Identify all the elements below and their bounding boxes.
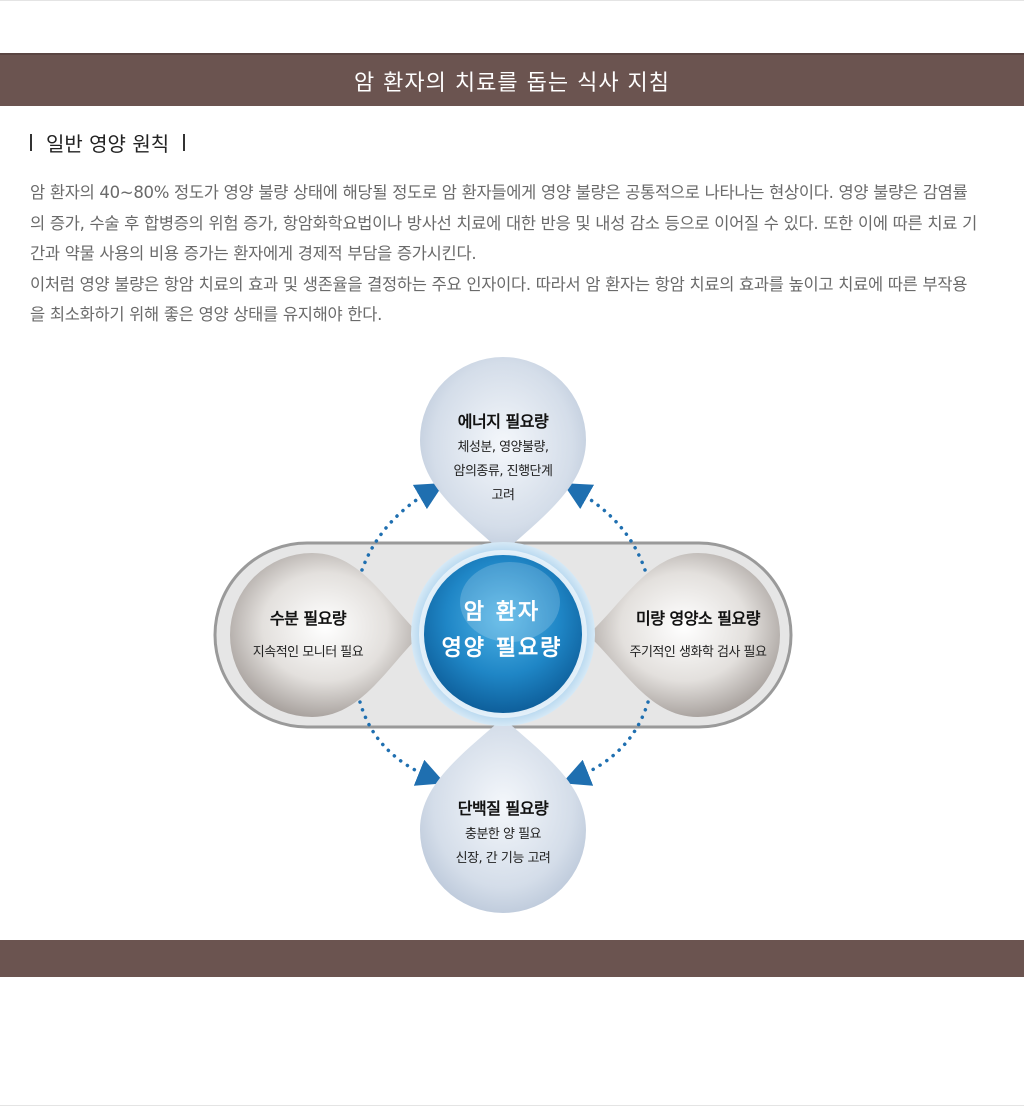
protein-desc-1: 충분한 양 필요 [464, 827, 542, 842]
page-header: 암 환자의 치료를 돕는 식사 지침 [0, 53, 1024, 106]
top-edge-line [0, 0, 1024, 1]
page-footer-bar [0, 940, 1024, 977]
bottom-node-label: 단백질 필요량 충분한 양 필요 신장, 간 기능 고려 [420, 795, 586, 871]
water-desc-1: 지속적인 모니터 필요 [252, 645, 364, 660]
micro-desc-1: 주기적인 생화학 검사 필요 [629, 645, 767, 660]
center-line-2: 영양 필요량 [441, 636, 563, 661]
arrow-top-right [562, 483, 647, 572]
heading-bar-left [30, 134, 32, 151]
micro-title: 미량 영양소 필요량 [636, 609, 760, 628]
arrow-bottom-right [562, 700, 650, 786]
energy-desc-2: 암의종류, 진행단계 [453, 464, 553, 479]
diagram-graphic [213, 357, 793, 913]
center-highlight [460, 562, 560, 642]
bottom-drop [420, 718, 586, 913]
center-circle [424, 555, 582, 713]
intro-paragraph-1: 암 환자의 40~80% 정도가 영양 불량 상태에 해당될 정도로 암 환자들… [30, 183, 977, 263]
energy-desc-1: 체성분, 영양불량, [457, 440, 549, 455]
top-node-label: 에너지 필요량 체성분, 영양불량, 암의종류, 진행단계 고려 [420, 408, 586, 508]
center-node-label: 암 환자 영양 필요량 [421, 595, 583, 667]
arrow-top-left [360, 483, 445, 572]
left-node-label: 수분 필요량 지속적인 모니터 필요 [228, 605, 388, 665]
water-title: 수분 필요량 [269, 609, 347, 628]
right-drop [588, 553, 780, 717]
protein-desc-2: 신장, 간 기능 고려 [455, 851, 551, 866]
energy-desc-3: 고려 [491, 488, 515, 503]
protein-title: 단백질 필요량 [457, 799, 549, 818]
page-title: 암 환자의 치료를 돕는 식사 지침 [353, 70, 671, 96]
section-heading: 일반 영양 원칙 [30, 128, 186, 157]
top-drop [420, 357, 586, 553]
section-title: 일반 영양 원칙 [46, 132, 170, 156]
center-line-1: 암 환자 [463, 600, 541, 625]
right-node-label: 미량 영양소 필요량 주기적인 생화학 검사 필요 [612, 605, 784, 665]
energy-title: 에너지 필요량 [457, 412, 549, 431]
arrow-bottom-left [358, 700, 445, 786]
nutrition-diagram: 에너지 필요량 체성분, 영양불량, 암의종류, 진행단계 고려 수분 필요량 … [0, 340, 1024, 930]
left-drop [230, 553, 420, 717]
intro-paragraph-2: 이처럼 영양 불량은 항암 치료의 효과 및 생존율을 결정하는 주요 인자이다… [30, 274, 968, 325]
heading-bar-right [183, 134, 186, 151]
intro-text: 암 환자의 40~80% 정도가 영양 불량 상태에 해당될 정도로 암 환자들… [30, 178, 980, 331]
